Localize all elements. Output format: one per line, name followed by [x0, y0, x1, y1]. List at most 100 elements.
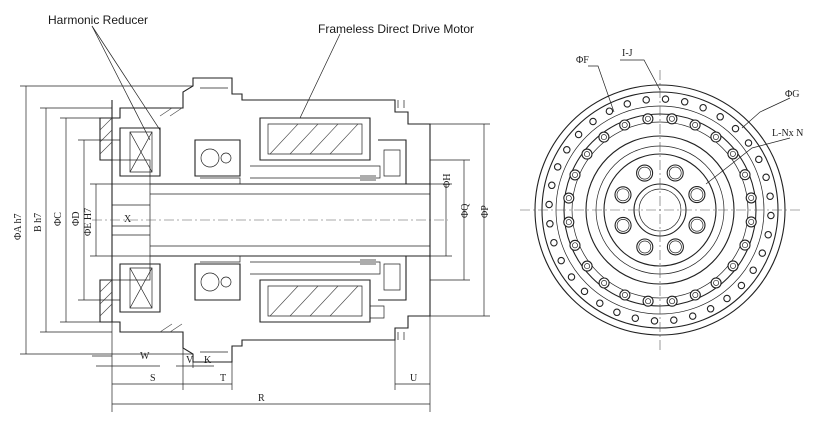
- mid-bolt-hole: [710, 131, 722, 143]
- mid-bolt-hole-inner: [584, 151, 590, 158]
- inner-bolt-hole: [614, 186, 632, 204]
- dim-label-b: B h7: [33, 213, 44, 232]
- dim-label-k: K: [204, 355, 212, 366]
- dim-label-r: R: [258, 393, 265, 404]
- mid-bolt-hole: [581, 260, 593, 272]
- outer-bolt-hole: [762, 173, 770, 182]
- inner-bolt-hole-inner: [638, 240, 652, 254]
- mid-bolt-hole-inner: [668, 115, 675, 122]
- inner-bolt-hole: [666, 238, 684, 256]
- mid-bolt-hole-inner: [621, 122, 628, 128]
- mid-bolt-hole-inner: [601, 280, 608, 286]
- callout-frameless-motor: Frameless Direct Drive Motor: [318, 22, 474, 36]
- dim-label-c: ΦC: [53, 212, 64, 226]
- dim-label-d: ΦD: [71, 211, 82, 226]
- outer-bolt-hole: [749, 266, 757, 274]
- inner-bolt-hole-inner: [690, 218, 704, 232]
- outer-bolt-hole: [723, 294, 731, 303]
- mid-bolt-hole-inner: [600, 134, 607, 141]
- inner-bolt-hole: [636, 238, 654, 256]
- mid-bolt-hole: [666, 113, 678, 125]
- inner-bolt-hole: [636, 164, 654, 182]
- outer-bolt-hole: [605, 107, 614, 115]
- outer-bolt-hole: [699, 103, 707, 112]
- inner-bolt-hole: [666, 164, 684, 182]
- outer-bolt-hole: [546, 220, 554, 228]
- outer-bolt-hole: [661, 95, 670, 103]
- outer-bolt-hole: [545, 200, 553, 209]
- mid-bolt-hole: [710, 277, 722, 289]
- mid-bolt-hole-inner: [713, 279, 720, 286]
- mid-bolt-hole: [642, 295, 654, 307]
- outer-bolt-hole: [764, 230, 772, 239]
- mid-bolt-hole-inner: [565, 195, 572, 202]
- mid-bolt-hole: [727, 260, 739, 272]
- outer-bolt-hole: [550, 238, 558, 247]
- outer-bolt-hole: [623, 100, 632, 108]
- inner-bolt-hole-inner: [616, 188, 630, 202]
- mid-bolt-hole: [666, 295, 678, 307]
- dim-label-g: ΦG: [785, 89, 800, 100]
- outer-bolt-hole: [589, 117, 597, 126]
- callout-harmonic-reducer: Harmonic Reducer: [48, 13, 148, 27]
- outer-bolt-hole: [755, 155, 763, 164]
- mid-bolt-hole-inner: [712, 134, 719, 140]
- mid-bolt-hole: [563, 216, 575, 228]
- dim-label-s: S: [150, 373, 156, 384]
- inner-bolt-hole: [688, 186, 706, 204]
- outer-bolt-hole: [574, 130, 583, 139]
- mid-bolt-hole: [745, 192, 757, 204]
- dim-label-t: T: [220, 373, 226, 384]
- dim-label-a: ΦA h7: [13, 214, 24, 240]
- inner-bolt-hole-inner: [638, 166, 651, 180]
- mid-bolt-hole-inner: [645, 298, 652, 305]
- mid-bolt-hole-inner: [565, 219, 572, 226]
- mid-bolt-hole: [689, 289, 701, 301]
- mid-bolt-hole-inner: [584, 263, 591, 270]
- mid-bolt-hole: [727, 148, 739, 160]
- mid-bolt-hole: [563, 192, 575, 204]
- outer-bolt-hole: [642, 96, 650, 104]
- mid-bolt-hole: [619, 119, 631, 131]
- outer-bolt-hole: [758, 249, 767, 257]
- side-section-view: [20, 25, 490, 412]
- mid-bolt-hole-inner: [572, 171, 578, 178]
- outer-bolt-hole: [706, 305, 715, 313]
- mid-bolt-hole: [598, 131, 610, 143]
- mid-bolt-hole-inner: [729, 150, 736, 157]
- outer-bolt-hole: [563, 146, 571, 154]
- mid-bolt-hole-inner: [644, 115, 651, 122]
- mid-bolt-hole: [569, 239, 581, 251]
- outer-bolt-hole: [580, 287, 589, 296]
- mid-bolt-hole: [739, 239, 751, 251]
- outer-bolt-hole: [737, 281, 746, 290]
- dim-label-e: ΦE H7: [83, 208, 94, 236]
- mid-bolt-hole-inner: [730, 262, 736, 269]
- dim-label-x: X: [124, 214, 132, 225]
- outer-bolt-hole: [557, 256, 565, 265]
- outer-bolt-hole: [631, 314, 640, 322]
- dim-label-q: ΦQ: [460, 203, 471, 218]
- dim-label-f: ΦF: [576, 55, 589, 66]
- outer-bolt-hole: [613, 308, 621, 317]
- outer-bolt-holes: [545, 95, 775, 325]
- mid-bolt-hole-inner: [742, 171, 748, 178]
- outer-bolt-hole: [744, 139, 753, 147]
- mid-bolt-hole-inner: [748, 194, 755, 201]
- mid-bolt-hole: [642, 113, 654, 125]
- outer-bolt-hole: [670, 316, 678, 324]
- outer-bolt-hole: [567, 273, 576, 281]
- mid-bolt-hole: [619, 289, 631, 301]
- outer-bolt-hole: [553, 163, 562, 171]
- mid-bolt-hole-inner: [669, 298, 676, 305]
- mid-bolt-hole: [689, 119, 701, 131]
- dim-label-h: ΦH: [442, 173, 453, 188]
- inner-bolt-hole-inner: [616, 219, 630, 232]
- mid-bolt-hole: [569, 169, 581, 181]
- inner-bolt-holes: [614, 164, 706, 256]
- mid-bolt-hole: [598, 277, 610, 289]
- dim-label-w: W: [140, 351, 150, 362]
- outer-bolt-hole: [680, 98, 689, 106]
- mid-bolt-hole-inner: [692, 122, 699, 128]
